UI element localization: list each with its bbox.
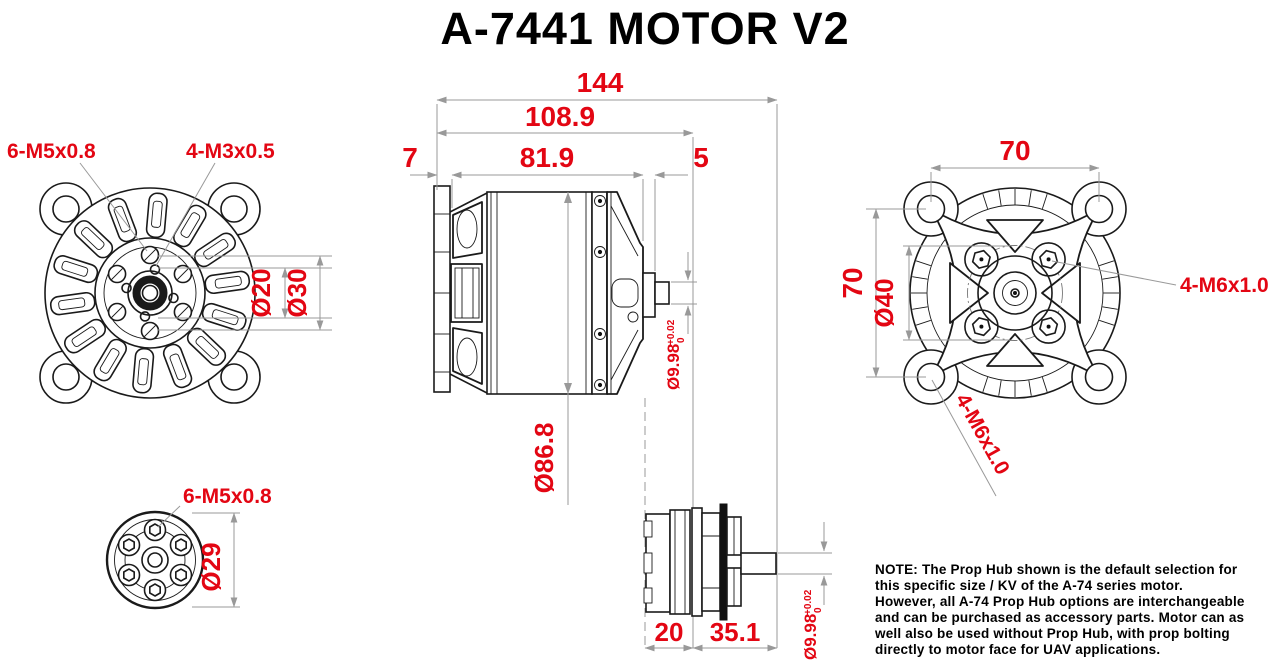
hub-dim-35-1: 35.1 [710, 617, 761, 647]
front-view: 6-M5x0.8 4-M3x0.5 Ø20 Ø30 [7, 140, 332, 404]
side-shaft-dim [671, 252, 697, 334]
hub-shaft-tol-plus: +0.02 [803, 589, 814, 615]
hub-center-ring [141, 546, 169, 574]
front-vent-slots [49, 192, 251, 394]
hub-shaft-dia-label: Ø9.98 [801, 614, 820, 660]
note-line: this specific size / KV of the A-74 seri… [875, 578, 1183, 593]
hub-side-view: 20 35.1 Ø9.98 +0.02 0 [643, 503, 832, 660]
rear-bolt-circle [967, 245, 1063, 341]
hub-shaft-tol-zero: 0 [813, 607, 824, 613]
note-line: well also be used without Prop Hub, with… [874, 626, 1230, 641]
rear-plate-cutouts [949, 219, 1081, 367]
hub-shaft-dim [778, 522, 832, 605]
dim-144: 144 [577, 67, 624, 98]
hub-dia-dim [192, 512, 240, 608]
front-shaft-center [127, 270, 173, 316]
page-title: A-7441 MOTOR V2 [440, 3, 849, 54]
note-line: NOTE: The Prop Hub shown is the default … [875, 562, 1238, 577]
hub-dim-20: 20 [655, 617, 684, 647]
note-line: and can be purchased as accessory parts.… [875, 610, 1244, 625]
front-dia-dims [158, 255, 332, 331]
dim-108-9: 108.9 [525, 101, 595, 132]
rear-view: 70 70 Ø40 4-M6x1.0 4-M6x1.0 [837, 135, 1269, 497]
note-block: NOTE: The Prop Hub shown is the default … [874, 562, 1245, 657]
hub-dia29-label: Ø29 [196, 542, 226, 591]
rear-rim-ring [926, 204, 1104, 382]
note-line: However, all A-74 Prop Hub options are i… [875, 594, 1245, 609]
side-dims [410, 96, 778, 648]
side-shaft [654, 281, 670, 305]
front-dia30-label: Ø30 [282, 268, 312, 317]
hub-center-hole [147, 552, 163, 568]
dim-81-9: 81.9 [520, 142, 575, 173]
rear-dim-70-top: 70 [999, 135, 1030, 166]
rear-dim-70-left: 70 [837, 267, 868, 298]
hub-side-body [643, 503, 777, 621]
dim-5: 5 [693, 142, 709, 173]
side-shaft-dia-label: Ø9.98 [664, 344, 683, 390]
dim-7: 7 [402, 142, 418, 173]
dim-86-8-label: Ø86.8 [529, 423, 559, 494]
front-m3-label: 4-M3x0.5 [186, 140, 275, 163]
side-flange [433, 185, 451, 393]
side-view: 144 108.9 7 81.9 5 Ø86.8 Ø9.98 +0.02 0 [402, 67, 778, 648]
rear-m6-label-right: 4-M6x1.0 [1180, 274, 1269, 297]
front-ear-holes [52, 195, 248, 391]
side-bell [449, 192, 488, 394]
hub-shaft [740, 552, 777, 575]
side-shaft-tol-zero: 0 [676, 337, 687, 343]
hub-m5-label: 6-M5x0.8 [183, 485, 272, 508]
rear-ear-holes [916, 194, 1114, 392]
rear-dim-40-label: Ø40 [869, 278, 899, 327]
rear-m6-label-diag: 4-M6x1.0 [951, 390, 1014, 479]
front-m5-label: 6-M5x0.8 [7, 140, 96, 163]
side-rear-plate [591, 191, 608, 395]
hub-prop-plate [719, 503, 728, 621]
side-cylinder [486, 191, 593, 395]
side-shaft-boss [642, 272, 656, 318]
rear-dims [866, 164, 1177, 497]
front-m5-screws [107, 245, 193, 341]
rear-m6-screws [964, 242, 1066, 344]
leader-m3 [155, 162, 216, 267]
hub-m5-screws [117, 518, 193, 602]
side-rear-mount [606, 191, 670, 395]
rear-center-boss [977, 255, 1053, 331]
front-hub-circle [94, 237, 206, 349]
leader-hub-m5 [157, 505, 181, 528]
side-dia-86-8 [564, 192, 572, 505]
leader-m5 [79, 162, 148, 252]
note-line: directly to motor face for UAV applicati… [875, 642, 1160, 657]
hub-front-view: 6-M5x0.8 Ø29 [105, 485, 272, 610]
rear-vent-ticks [911, 189, 1119, 397]
side-shaft-tol-plus: +0.02 [666, 319, 677, 345]
front-dia20-label: Ø20 [246, 268, 276, 317]
